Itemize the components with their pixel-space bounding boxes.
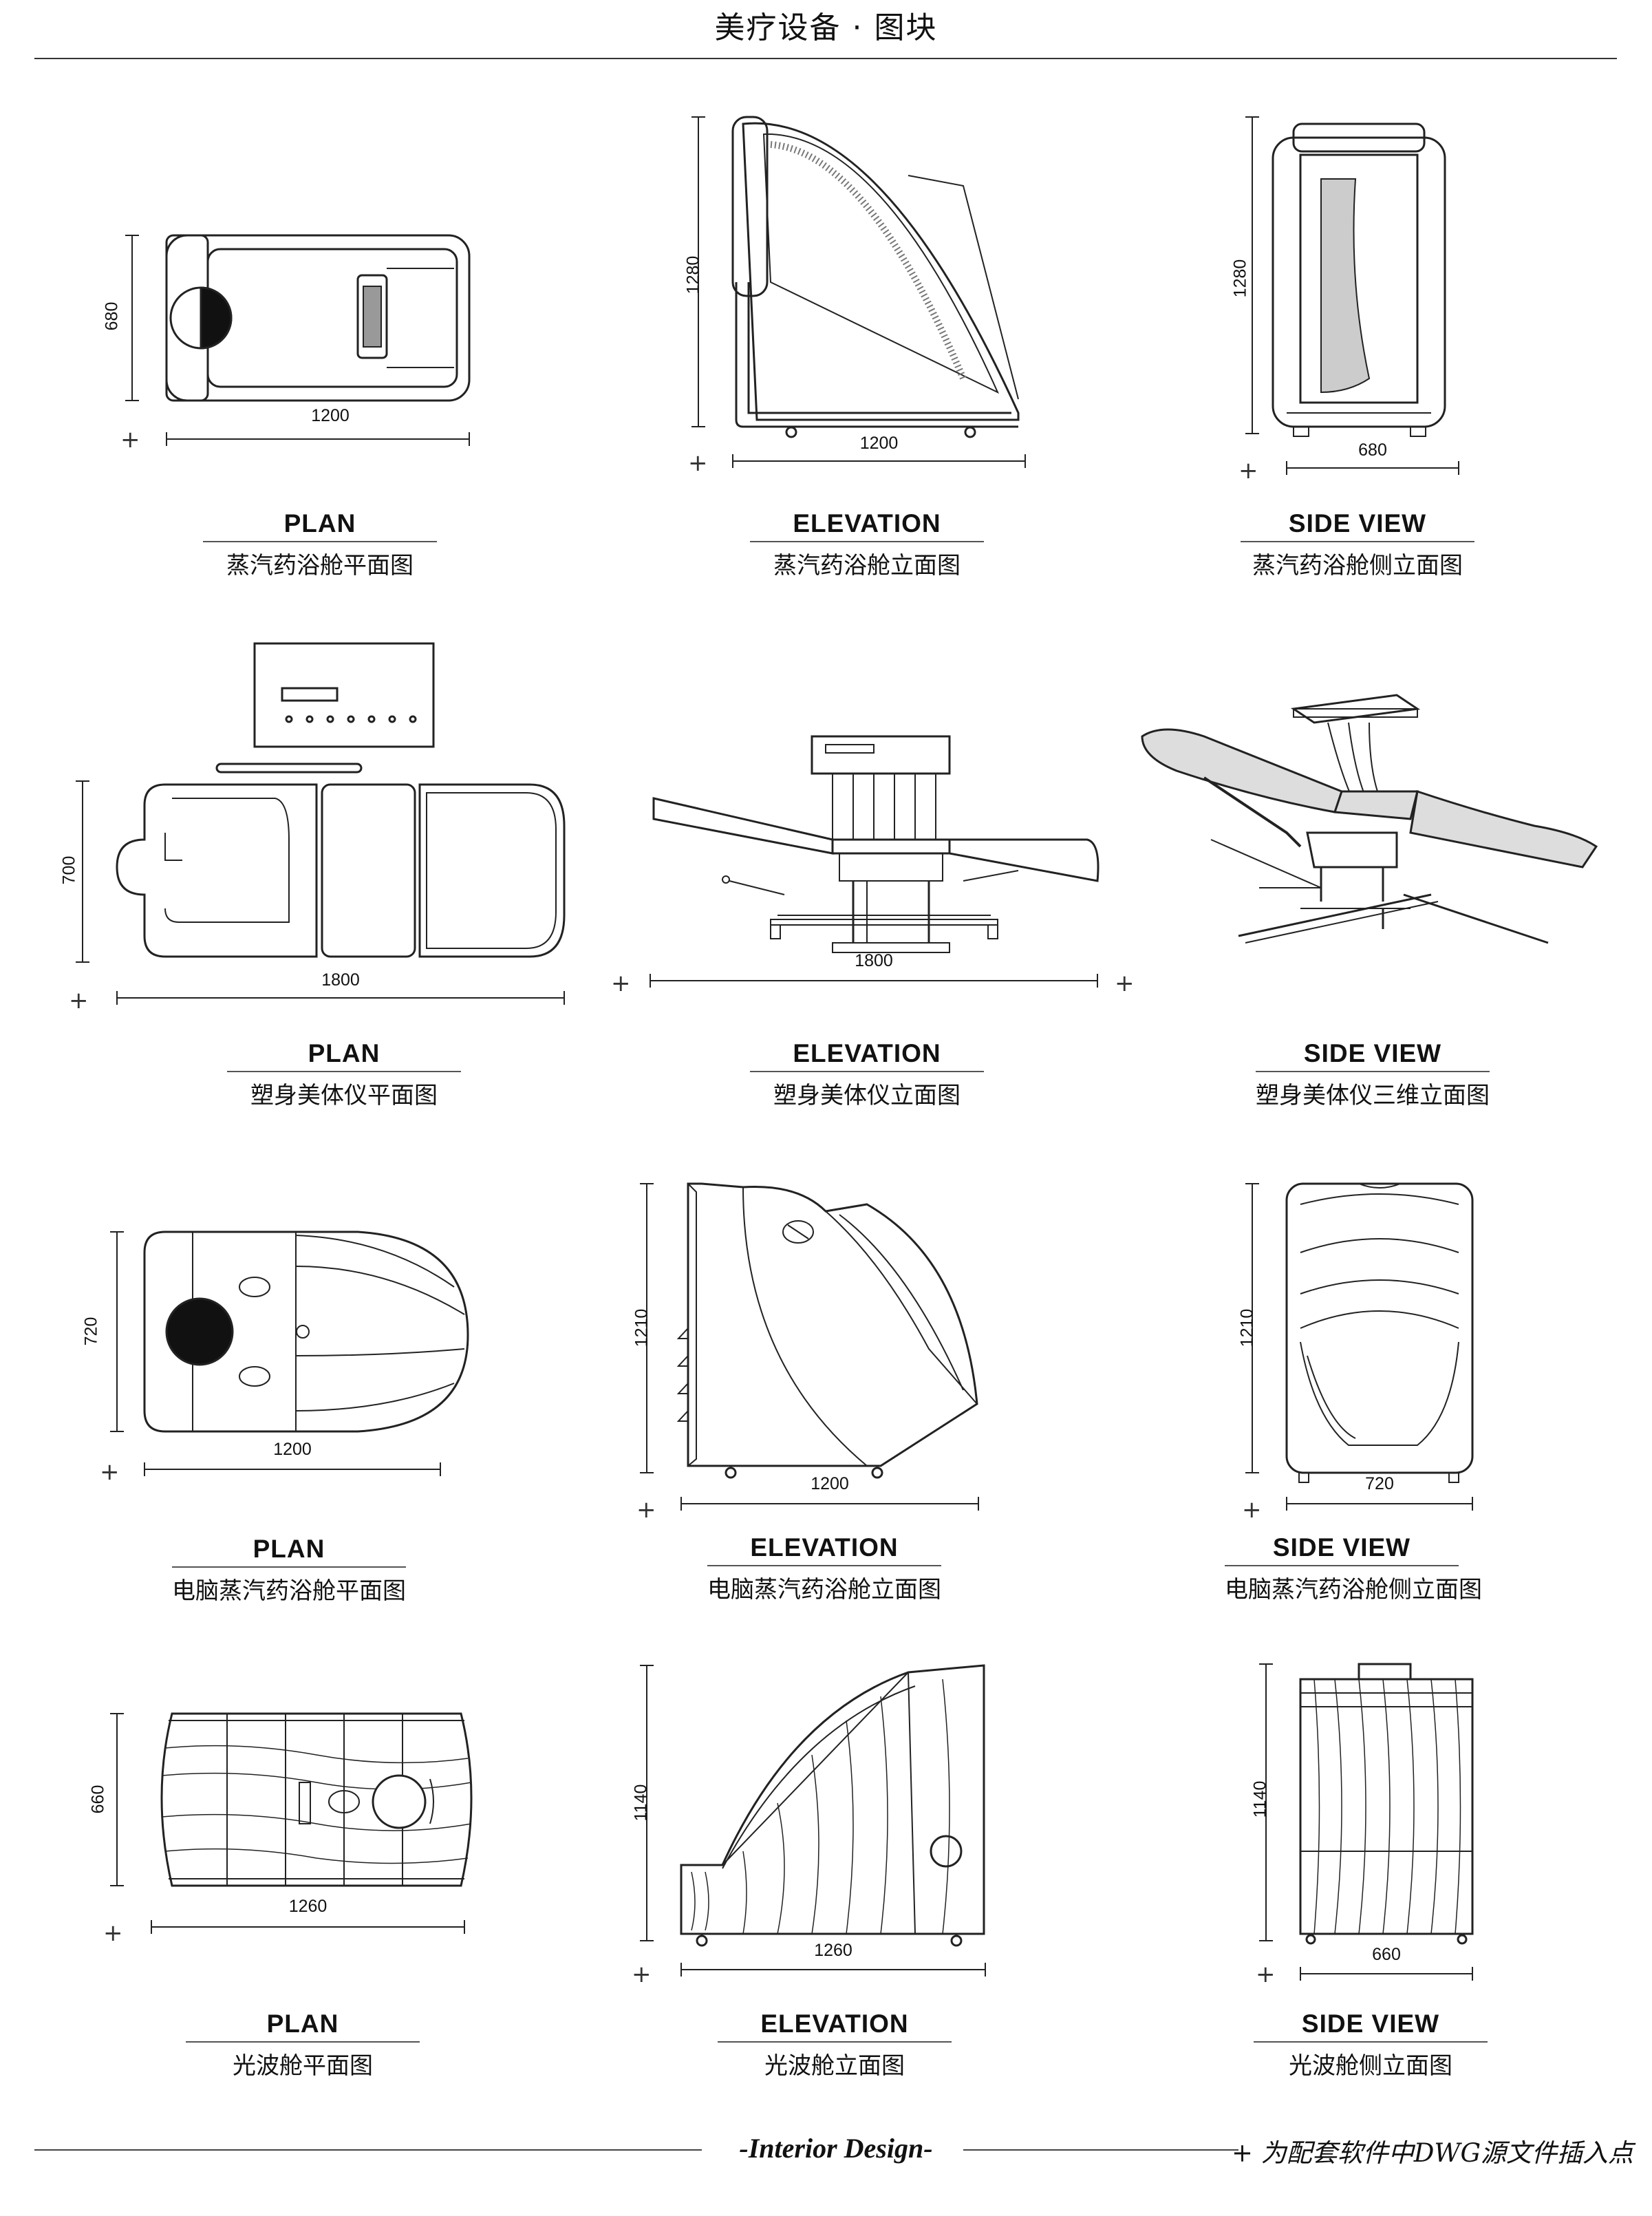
top-divider — [34, 58, 1617, 59]
svg-text:+: + — [69, 987, 89, 1014]
caption: ELEVATION 塑身美体仪立面图 — [750, 1039, 984, 1110]
view-label: SIDE VIEW — [1254, 2010, 1488, 2043]
steam-bath-elevation-drawing: + — [688, 116, 1026, 477]
caption: ELEVATION 光波舱立面图 — [718, 2010, 952, 2080]
view-label: ELEVATION — [707, 1533, 941, 1566]
dim-vertical: 1140 — [631, 1784, 651, 1822]
dim-horizontal: 1260 — [288, 1897, 328, 1916]
dim-vertical: 1280 — [1230, 259, 1250, 298]
block-pc-steam-bath-plan: + 1200 720 PLAN 电脑蒸汽药浴舱平面图 — [81, 1204, 633, 1727]
dim-vertical: 1140 — [1250, 1780, 1270, 1818]
view-label: ELEVATION — [750, 1039, 984, 1072]
view-label: PLAN — [172, 1535, 406, 1568]
block-light-wave-elevation: + 1260 1140 ELEVATION 光波舱立面图 — [619, 1645, 1170, 2168]
block-body-shaping-3d: SIDE VIEW 塑身美体仪三维立面图 — [1122, 681, 1652, 1204]
svg-text:+: + — [120, 426, 140, 454]
block-name: 蒸汽药浴舱平面图 — [226, 552, 414, 579]
steam-bath-side-drawing: + — [1238, 116, 1459, 484]
block-name: 蒸汽药浴舱立面图 — [773, 552, 961, 579]
light-wave-side-drawing: + — [1256, 1663, 1474, 1988]
block-name: 电脑蒸汽药浴舱平面图 — [172, 1577, 406, 1605]
light-wave-plan-drawing: + — [103, 1712, 473, 1947]
dim-horizontal: 720 — [1365, 1474, 1394, 1493]
body-shaping-plan-drawing: + — [69, 642, 566, 1014]
caption: SIDE VIEW 蒸汽药浴舱侧立面图 — [1241, 509, 1474, 580]
footer-brand: -Interior Design- — [739, 2133, 933, 2164]
block-name: 电脑蒸汽药浴舱立面图 — [707, 1576, 941, 1604]
block-name: 光波舱平面图 — [233, 2052, 373, 2080]
block-name: 电脑蒸汽药浴舱侧立面图 — [1225, 1576, 1482, 1604]
dim-horizontal: 680 — [1358, 440, 1387, 460]
caption: ELEVATION 蒸汽药浴舱立面图 — [750, 509, 984, 580]
svg-text:+: + — [688, 449, 708, 477]
pc-steam-bath-elevation-drawing: + — [636, 1182, 979, 1524]
block-name: 塑身美体仪平面图 — [250, 1082, 438, 1109]
dim-vertical: 1280 — [683, 255, 703, 295]
view-label: PLAN — [186, 2010, 420, 2043]
dim-horizontal: 1200 — [859, 434, 899, 453]
page-title: 美疗设备 · 图块 — [714, 10, 938, 45]
block-pc-steam-bath-side: + 720 1210 SIDE VIEW 电脑蒸汽药浴舱侧立面图 — [1225, 1156, 1652, 1679]
view-label: PLAN — [203, 509, 437, 542]
body-shaping-elevation-drawing: + + — [611, 735, 1135, 997]
view-label: ELEVATION — [750, 509, 984, 542]
view-label: SIDE VIEW — [1225, 1533, 1459, 1566]
caption: PLAN 塑身美体仪平面图 — [227, 1039, 461, 1110]
view-label: SIDE VIEW — [1256, 1039, 1490, 1072]
svg-text:+: + — [632, 1961, 652, 1988]
svg-text:+: + — [611, 970, 631, 997]
block-name: 光波舱侧立面图 — [1289, 2052, 1452, 2080]
dim-vertical: 1210 — [1237, 1308, 1257, 1347]
view-label: ELEVATION — [718, 2010, 952, 2043]
body-shaping-3d-drawing — [1141, 694, 1598, 944]
svg-text:+: + — [1256, 1961, 1276, 1988]
dim-vertical: 1210 — [632, 1308, 652, 1347]
dim-vertical: 680 — [102, 301, 122, 331]
block-body-shaping-plan: + 1800 700 PLAN 塑身美体仪平面图 — [59, 633, 612, 1156]
caption: PLAN 光波舱平面图 — [186, 2010, 420, 2080]
dim-horizontal: 1800 — [855, 951, 893, 970]
caption: SIDE VIEW 电脑蒸汽药浴舱侧立面图 — [1225, 1533, 1482, 1604]
dim-horizontal: 1260 — [814, 1941, 852, 1960]
dim-vertical: 660 — [88, 1784, 108, 1814]
block-name: 塑身美体仪立面图 — [773, 1082, 961, 1109]
pc-steam-bath-side-drawing: + — [1242, 1182, 1474, 1524]
view-label: SIDE VIEW — [1241, 509, 1474, 542]
footer-note: + 为配套软件中DWG源文件插入点 — [1232, 2138, 1634, 2168]
svg-text:+: + — [103, 1919, 123, 1947]
block-name: 蒸汽药浴舱侧立面图 — [1252, 552, 1463, 579]
dim-vertical: 700 — [59, 855, 79, 885]
dim-horizontal: 660 — [1372, 1945, 1401, 1964]
block-light-wave-plan: + 1260 660 PLAN 光波舱平面图 — [88, 1693, 640, 2216]
svg-text:+: + — [1115, 970, 1135, 997]
dim-vertical: 720 — [81, 1317, 101, 1346]
block-steam-bath-side: + 680 1280 SIDE VIEW 蒸汽药浴舱侧立面图 — [1230, 103, 1652, 626]
caption: PLAN 电脑蒸汽药浴舱平面图 — [172, 1535, 406, 1606]
caption: PLAN 蒸汽药浴舱平面图 — [203, 509, 437, 580]
svg-text:+: + — [1242, 1496, 1262, 1524]
light-wave-elevation-drawing: + — [632, 1664, 986, 1988]
pc-steam-bath-plan-drawing: + — [100, 1230, 469, 1480]
dim-horizontal: 1200 — [311, 406, 350, 425]
svg-text:+: + — [1238, 457, 1258, 484]
dim-horizontal: 1800 — [321, 970, 360, 990]
view-label: PLAN — [227, 1039, 461, 1072]
caption: ELEVATION 电脑蒸汽药浴舱立面图 — [707, 1533, 941, 1604]
footer-divider-left — [34, 2149, 702, 2151]
svg-text:+: + — [100, 1458, 120, 1480]
caption: SIDE VIEW 光波舱侧立面图 — [1254, 2010, 1488, 2080]
block-light-wave-side: + 660 1140 SIDE VIEW 光波舱侧立面图 — [1238, 1645, 1652, 2168]
block-body-shaping-elevation: + + 1800 ELEVATION 塑身美体仪立面图 — [605, 716, 1156, 1239]
dim-horizontal: 1200 — [811, 1474, 849, 1493]
footer-divider-right — [963, 2149, 1238, 2151]
steam-bath-plan-drawing: + — [120, 234, 471, 454]
block-steam-bath-elevation: + 1200 1280 ELEVATION 蒸汽药浴舱立面图 — [661, 103, 1211, 626]
svg-text:+: + — [636, 1496, 656, 1524]
block-name: 塑身美体仪三维立面图 — [1256, 1082, 1490, 1109]
block-steam-bath-plan: + 1200 680 PLAN 蒸汽药浴舱平面图 — [102, 220, 654, 743]
block-name: 光波舱立面图 — [764, 2052, 905, 2080]
dim-horizontal: 1200 — [273, 1440, 312, 1459]
caption: SIDE VIEW 塑身美体仪三维立面图 — [1256, 1039, 1490, 1110]
block-pc-steam-bath-elevation: + 1200 1210 ELEVATION 电脑蒸汽药浴舱立面图 — [619, 1156, 1170, 1679]
